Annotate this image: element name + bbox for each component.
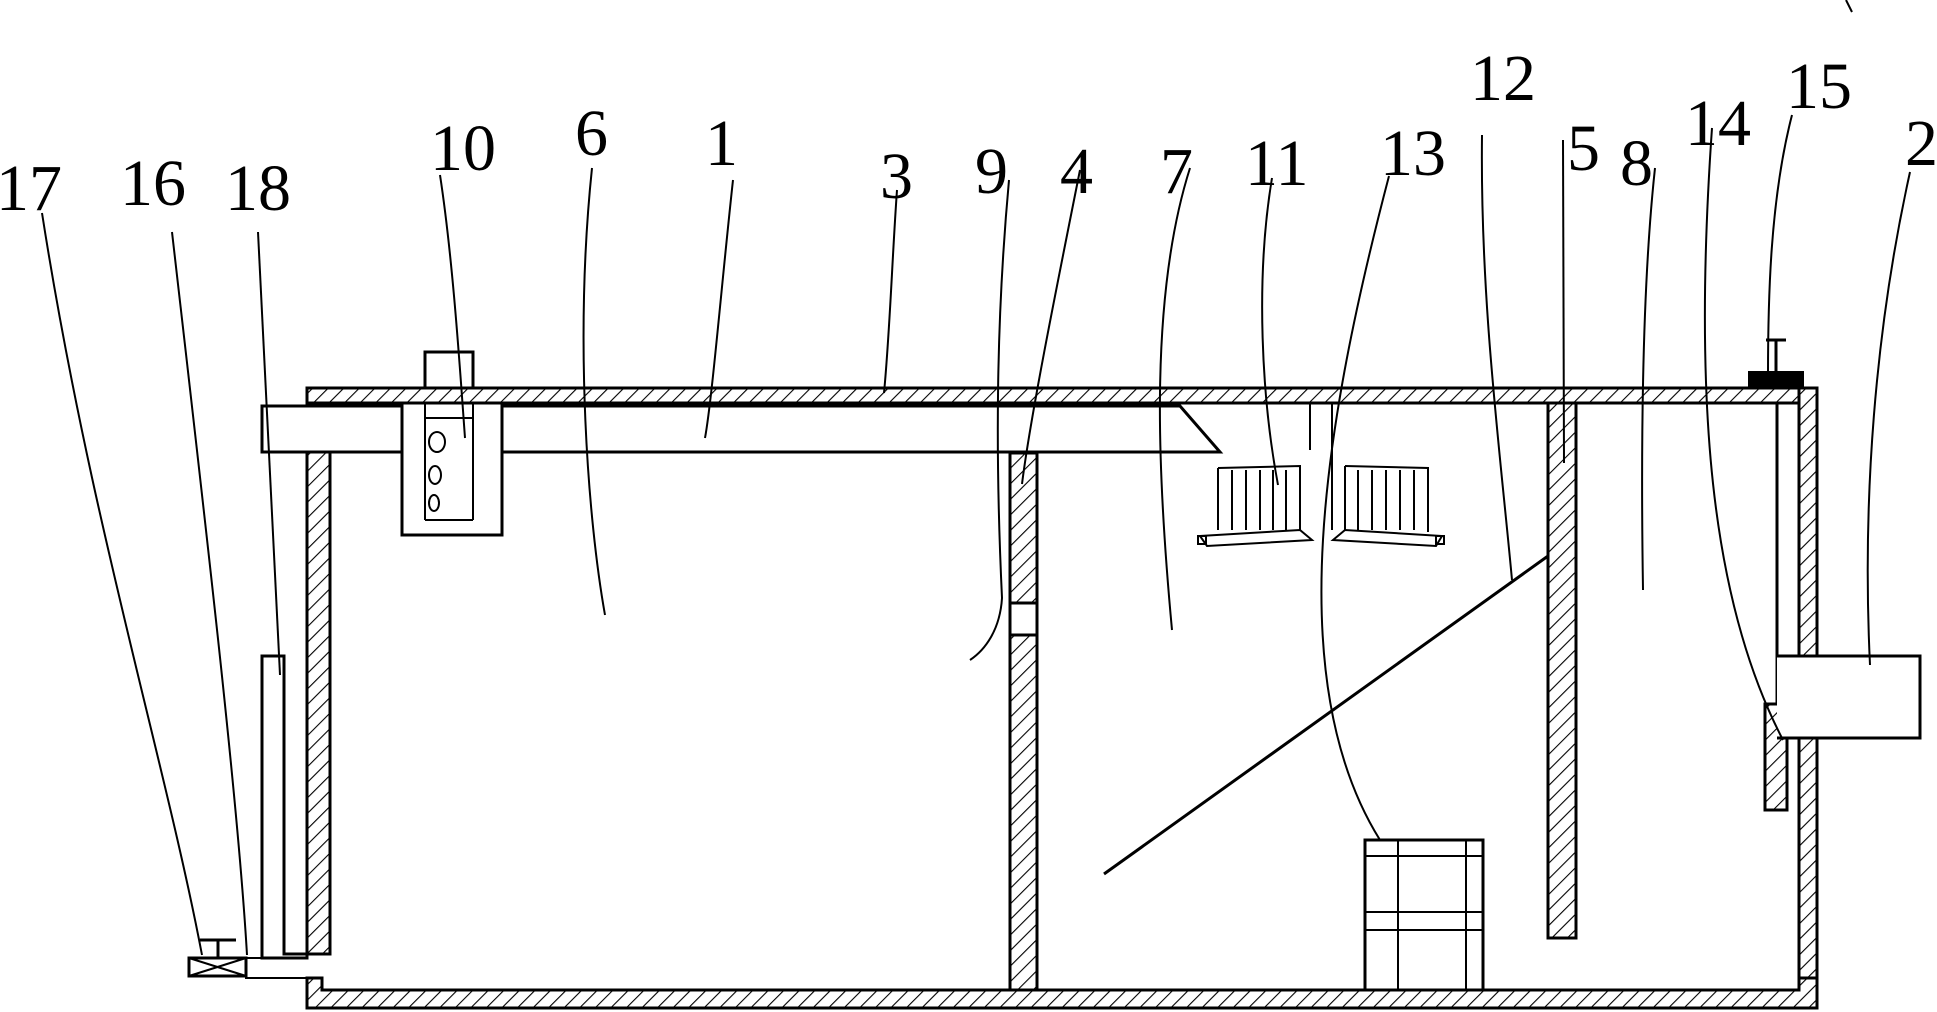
aerator-cap [423, 350, 475, 390]
label-8: 8 [1620, 127, 1653, 200]
label-2: 2 [1905, 107, 1937, 180]
label-14: 14 [1685, 87, 1751, 160]
outlet-2 [1775, 403, 1922, 740]
bottom-wall [305, 976, 1819, 1010]
hole-9 [1008, 601, 1039, 637]
label-16: 16 [120, 147, 186, 220]
label-13: 13 [1380, 117, 1446, 190]
aerator-box-10 [400, 350, 504, 537]
left-wall [305, 449, 332, 956]
part-labels: 17 16 18 10 6 1 3 9 4 7 11 13 12 5 8 14 … [0, 42, 1937, 225]
drain-assembly [187, 654, 322, 979]
label-6: 6 [575, 97, 608, 170]
label-4: 4 [1060, 135, 1093, 208]
partition-4-lower [1008, 633, 1039, 992]
label-1: 1 [705, 107, 738, 180]
label-18: 18 [225, 152, 291, 225]
tank-body [305, 386, 1819, 1010]
drain-pipe-18 [260, 654, 309, 960]
vent-15 [1748, 338, 1804, 388]
partition-5 [1546, 401, 1578, 940]
right-wall-lower [1797, 736, 1819, 1010]
inclined-plate-12 [1103, 554, 1549, 876]
label-17: 17 [0, 152, 62, 225]
label-11: 11 [1245, 127, 1309, 200]
leader-lines [41, 0, 1911, 956]
baffle-plates-11 [1197, 403, 1445, 548]
label-10: 10 [430, 112, 496, 185]
bubble-icon [428, 431, 446, 453]
bubble-icon [428, 494, 440, 512]
label-9: 9 [975, 135, 1008, 208]
label-7: 7 [1160, 135, 1193, 208]
label-12: 12 [1470, 42, 1536, 115]
block-13 [1363, 838, 1485, 992]
label-3: 3 [880, 140, 913, 213]
right-wall-upper [1797, 386, 1819, 658]
bubble-icon [428, 465, 442, 485]
label-15: 15 [1786, 50, 1852, 123]
aerator-body [400, 401, 504, 537]
top-cover [305, 386, 1819, 405]
label-5: 5 [1567, 112, 1600, 185]
